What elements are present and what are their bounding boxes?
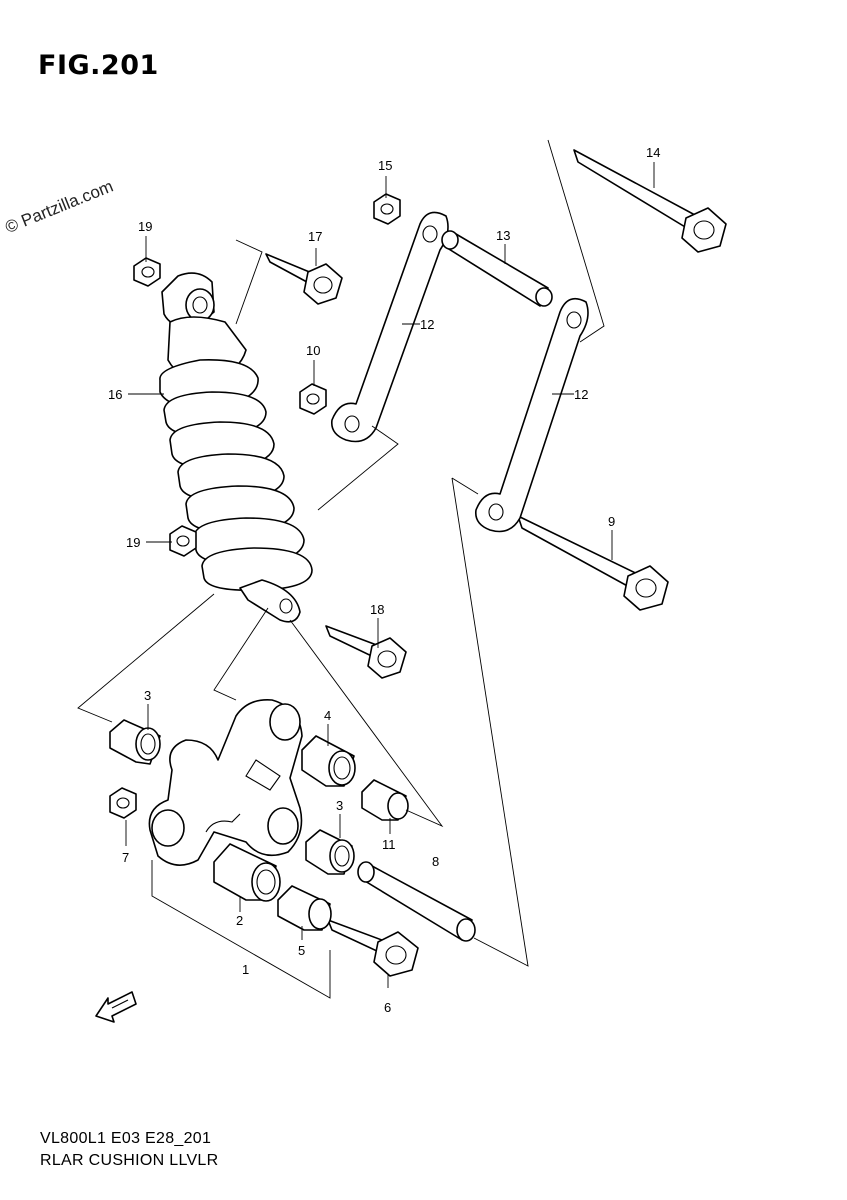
callout-18: 18 xyxy=(370,602,384,617)
spacer-8[interactable] xyxy=(357,861,476,942)
callout-7: 7 xyxy=(122,850,129,865)
spacer-5[interactable] xyxy=(277,885,332,931)
model-code: VL800L1 E03 E28_201 xyxy=(40,1130,212,1147)
callout-3-right: 3 xyxy=(336,798,343,813)
callout-15: 15 xyxy=(378,158,392,173)
nut-15[interactable] xyxy=(373,193,401,225)
callout-19-upper: 19 xyxy=(138,219,152,234)
assembly-guide-lines xyxy=(77,139,605,999)
callout-leaders xyxy=(125,162,655,988)
callout-6: 6 xyxy=(384,1000,391,1015)
callout-5: 5 xyxy=(298,943,305,958)
nut-19-lower[interactable] xyxy=(169,525,197,557)
callout-1: 1 xyxy=(242,962,249,977)
callout-14: 14 xyxy=(646,145,660,160)
callout-8: 8 xyxy=(432,854,439,869)
callout-9: 9 xyxy=(608,514,615,529)
callout-17: 17 xyxy=(308,229,322,244)
bolt-6[interactable] xyxy=(327,919,419,977)
spacer-13[interactable] xyxy=(441,230,553,307)
nut-10[interactable] xyxy=(299,383,327,415)
callout-11: 11 xyxy=(382,837,396,852)
callout-16: 16 xyxy=(108,387,122,402)
callout-12-front: 12 xyxy=(420,317,434,332)
bearing-2[interactable] xyxy=(213,843,281,902)
bolt-18[interactable] xyxy=(325,625,407,679)
spacer-11[interactable] xyxy=(361,779,409,821)
callout-12-rear: 12 xyxy=(574,387,588,402)
callout-2: 2 xyxy=(236,913,243,928)
bolt-17[interactable] xyxy=(265,253,343,305)
bushing-4[interactable] xyxy=(301,735,356,787)
callout-labels: 1 2 3 3 4 5 6 7 8 9 10 11 12 12 13 14 15… xyxy=(108,145,660,1015)
section-name: RLAR CUSHION LLVLR xyxy=(40,1152,219,1169)
callout-19-lower: 19 xyxy=(126,535,140,550)
bearing-3-left[interactable] xyxy=(109,719,161,765)
nut-19-upper[interactable] xyxy=(133,257,161,287)
figure-title: FIG.201 xyxy=(38,50,159,81)
cushion-lever-1[interactable] xyxy=(148,699,303,866)
rear-shock-absorber[interactable] xyxy=(159,272,313,623)
bearing-3-right[interactable] xyxy=(305,829,355,875)
callout-3-left: 3 xyxy=(144,688,151,703)
nut-7[interactable] xyxy=(109,787,137,819)
callout-4: 4 xyxy=(324,708,331,723)
callout-10: 10 xyxy=(306,343,320,358)
bolt-9[interactable] xyxy=(517,515,669,611)
cushion-rod-12-rear[interactable] xyxy=(474,297,589,533)
bolt-14[interactable] xyxy=(573,149,727,253)
callout-13: 13 xyxy=(496,228,510,243)
fwd-arrow-icon xyxy=(95,991,137,1023)
